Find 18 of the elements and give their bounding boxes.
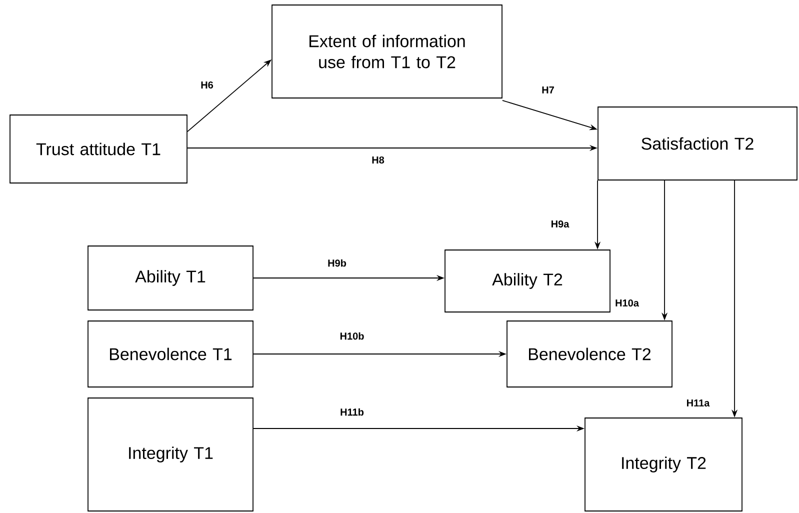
edge-label: H11b: [340, 408, 364, 416]
concept-box: Extent of information use from T1 to T2: [272, 4, 502, 98]
edge-label: H10b: [340, 332, 364, 340]
edge-label: H11a: [687, 400, 710, 406]
concept-box: Integrity T2: [584, 418, 742, 512]
edge-label: H10a: [616, 299, 640, 307]
concept-box: Ability T1: [88, 246, 254, 310]
edge-label: H9a: [552, 220, 570, 228]
edge-label: H8: [372, 156, 384, 164]
concept-box: Trust attitude T1: [10, 114, 188, 184]
edge-label: H9b: [328, 259, 346, 267]
edge-label: H6: [201, 81, 214, 89]
concept-box: Satisfaction T2: [598, 106, 798, 180]
concept-box: Benevolence T1: [88, 320, 254, 388]
edge-label: H7: [542, 86, 554, 94]
concept-box: Benevolence T2: [506, 320, 672, 388]
concept-box: Ability T2: [444, 250, 610, 312]
concept-box: Integrity T1: [88, 398, 254, 512]
